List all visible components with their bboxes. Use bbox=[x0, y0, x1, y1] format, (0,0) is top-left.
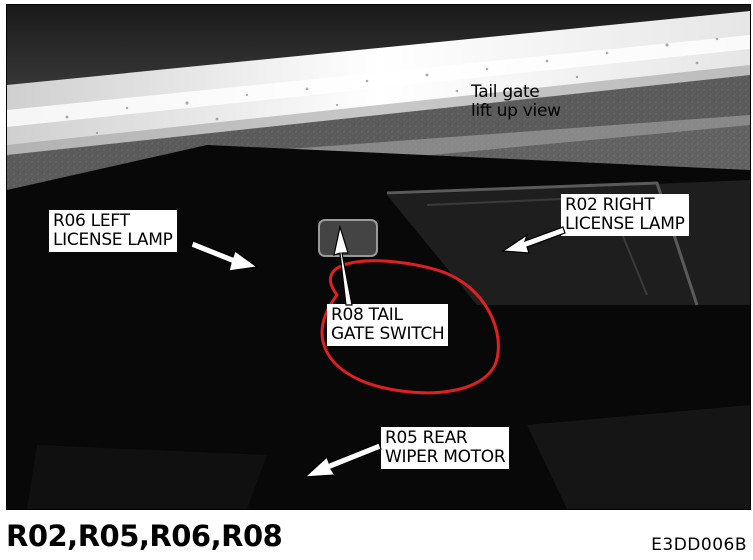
callout-r02-line-1: R02 RIGHT bbox=[565, 195, 655, 215]
tail-gate-photo-image bbox=[7, 5, 750, 509]
tail-gate-photo: Tail gate lift up view R06 LEFT LICENSE … bbox=[6, 4, 751, 510]
callout-r05-line-1: R05 REAR bbox=[385, 428, 468, 448]
callout-r02-right-license-lamp: R02 RIGHT LICENSE LAMP bbox=[561, 194, 689, 236]
view-label-line-2: lift up view bbox=[471, 101, 561, 121]
callout-r05-rear-wiper-motor: R05 REAR WIPER MOTOR bbox=[381, 427, 510, 469]
view-label: Tail gate lift up view bbox=[467, 81, 565, 123]
figure-caption: R02,R05,R06,R08 bbox=[6, 519, 283, 553]
figure-code: E3DD006B bbox=[651, 535, 747, 555]
callout-r05-line-2: WIPER MOTOR bbox=[385, 447, 506, 467]
callout-r08-tail-gate-switch: R08 TAIL GATE SWITCH bbox=[327, 304, 449, 346]
callout-r06-left-license-lamp: R06 LEFT LICENSE LAMP bbox=[49, 210, 177, 252]
callout-r08-line-1: R08 TAIL bbox=[331, 305, 403, 325]
callout-r06-line-2: LICENSE LAMP bbox=[53, 230, 173, 250]
callout-r08-line-2: GATE SWITCH bbox=[331, 324, 445, 344]
callout-r02-line-2: LICENSE LAMP bbox=[565, 214, 685, 234]
view-label-line-1: Tail gate bbox=[471, 82, 540, 102]
callout-r06-line-1: R06 LEFT bbox=[53, 211, 130, 231]
